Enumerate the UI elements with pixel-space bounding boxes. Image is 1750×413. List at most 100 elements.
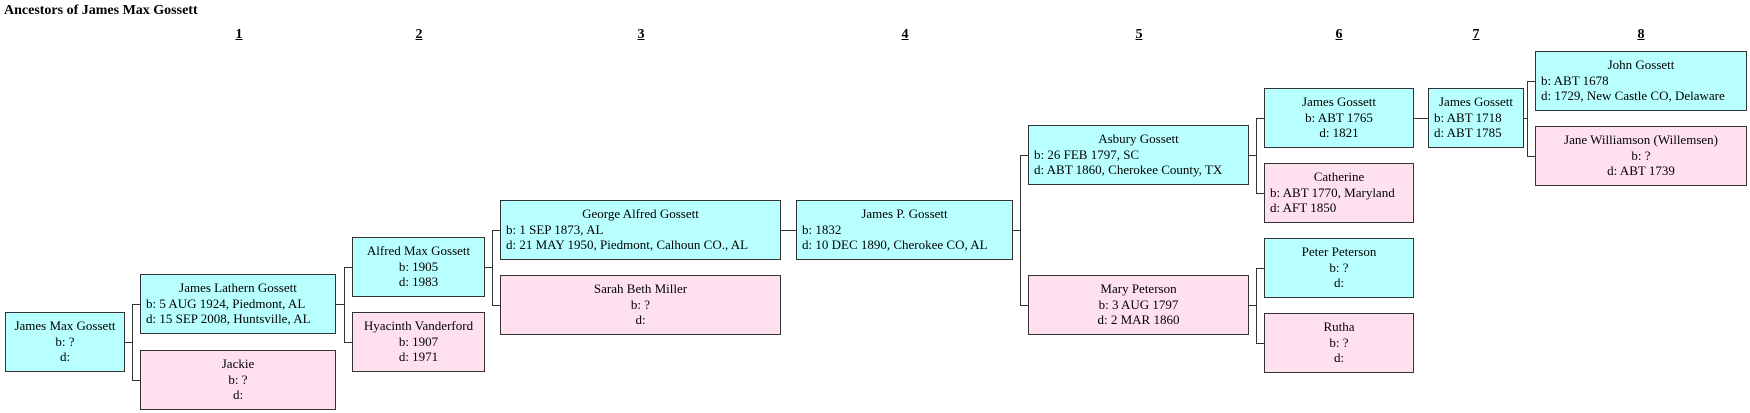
person-box-james-lathern-gossett[interactable]: James Lathern Gossett b: 5 AUG 1924, Pie… <box>140 274 336 334</box>
generation-header-6: 6 <box>1335 27 1343 42</box>
person-box-hyacinth-vanderford[interactable]: Hyacinth Vanderford b: 1907 d: 1971 <box>352 312 485 372</box>
generation-header-1: 1 <box>235 27 243 42</box>
generation-header-7: 7 <box>1472 27 1480 42</box>
connector-line <box>1527 81 1535 82</box>
person-birth: b: ABT 1770, Maryland <box>1270 184 1395 200</box>
person-death: d: 2 MAR 1860 <box>1097 312 1180 327</box>
person-name: James P. Gossett <box>861 206 948 221</box>
person-birth: b: ? <box>55 333 75 349</box>
connector-line <box>1256 343 1264 344</box>
connector-line <box>336 304 344 305</box>
connector-line <box>132 380 140 381</box>
person-birth: b: 5 AUG 1924, Piedmont, AL <box>146 295 306 311</box>
connector-line <box>132 304 140 305</box>
connector-line <box>1013 230 1020 231</box>
person-birth: b: ABT 1678 <box>1541 72 1609 88</box>
person-box-jane-williamson[interactable]: Jane Williamson (Willemsen) b: ? d: ABT … <box>1535 126 1747 186</box>
person-name: Asbury Gossett <box>1098 131 1179 146</box>
connector-line <box>1256 118 1264 119</box>
person-birth: b: ? <box>1329 334 1349 350</box>
connector-line <box>492 230 493 306</box>
connector-line <box>344 342 352 343</box>
connector-line <box>485 267 492 268</box>
person-box-james-p-gossett[interactable]: James P. Gossett b: 1832 d: 10 DEC 1890,… <box>796 200 1013 260</box>
person-birth: b: ? <box>228 371 248 387</box>
connector-line <box>1524 118 1527 119</box>
person-name: James Lathern Gossett <box>179 280 297 295</box>
person-box-james-gossett-1765[interactable]: James Gossett b: ABT 1765 d: 1821 <box>1264 88 1414 148</box>
person-death: d: <box>1333 275 1345 290</box>
person-box-alfred-max-gossett[interactable]: Alfred Max Gossett b: 1905 d: 1983 <box>352 237 485 297</box>
person-death: d: AFT 1850 <box>1270 200 1337 215</box>
person-name: Catherine <box>1313 169 1365 184</box>
person-box-rutha[interactable]: Rutha b: ? d: <box>1264 313 1414 373</box>
person-birth: b: ABT 1718 <box>1434 109 1502 125</box>
person-name: James Max Gossett <box>14 318 116 333</box>
person-death: d: ABT 1860, Cherokee County, TX <box>1034 162 1223 177</box>
connector-line <box>1020 155 1028 156</box>
person-name: John Gossett <box>1607 57 1675 72</box>
person-birth: b: 1832 <box>802 221 842 237</box>
connector-line <box>1527 81 1528 157</box>
person-birth: b: 1905 <box>398 258 439 274</box>
person-name: Sarah Beth Miller <box>593 281 688 296</box>
connector-line <box>1020 155 1021 306</box>
connector-line <box>1414 118 1428 119</box>
person-birth: b: ? <box>1631 147 1651 163</box>
person-death: d: 15 SEP 2008, Huntsville, AL <box>146 311 311 326</box>
connector-line <box>1256 193 1264 194</box>
person-birth: b: ? <box>630 296 651 312</box>
connector-line <box>132 304 133 381</box>
person-box-catherine[interactable]: Catherine b: ABT 1770, Maryland d: AFT 1… <box>1264 163 1414 223</box>
person-box-james-gossett-1718[interactable]: James Gossett b: ABT 1718 d: ABT 1785 <box>1428 88 1524 148</box>
connector-line <box>492 305 500 306</box>
person-name: Jane Williamson (Willemsen) <box>1564 132 1718 147</box>
person-box-george-alfred-gossett[interactable]: George Alfred Gossett b: 1 SEP 1873, AL … <box>500 200 781 260</box>
person-box-james-max-gossett[interactable]: James Max Gossett b: ? d: <box>5 312 125 372</box>
person-death: d: 1821 <box>1319 125 1359 140</box>
person-birth: b: ABT 1765 <box>1305 109 1373 125</box>
connector-line <box>1256 268 1257 344</box>
person-name: Mary Peterson <box>1100 281 1177 296</box>
person-death: d: ABT 1739 <box>1607 163 1675 178</box>
generation-header-3: 3 <box>637 27 645 42</box>
connector-line <box>344 267 352 268</box>
connector-line <box>1256 118 1257 194</box>
person-name: Alfred Max Gossett <box>366 243 471 258</box>
connector-line <box>344 267 345 343</box>
generation-header-8: 8 <box>1637 27 1645 42</box>
generation-header-4: 4 <box>901 27 909 42</box>
person-box-jackie[interactable]: Jackie b: ? d: <box>140 350 336 410</box>
person-name: Rutha <box>1323 319 1355 334</box>
person-name: James Gossett <box>1301 94 1377 109</box>
connector-line <box>1020 305 1028 306</box>
connector-line <box>1256 268 1264 269</box>
connector-line <box>1527 156 1535 157</box>
connector-line <box>125 342 132 343</box>
person-death: d: 1983 <box>398 274 439 289</box>
person-box-mary-peterson[interactable]: Mary Peterson b: 3 AUG 1797 d: 2 MAR 186… <box>1028 275 1249 335</box>
person-name: Hyacinth Vanderford <box>363 318 474 333</box>
person-birth: b: 1907 <box>398 333 439 349</box>
person-birth: b: 1 SEP 1873, AL <box>506 221 604 237</box>
connector-line <box>1249 155 1256 156</box>
connector-line <box>781 230 796 231</box>
person-box-sarah-beth-miller[interactable]: Sarah Beth Miller b: ? d: <box>500 275 781 335</box>
person-death: d: ABT 1785 <box>1434 125 1502 140</box>
person-name: George Alfred Gossett <box>582 206 699 221</box>
connector-line <box>492 230 500 231</box>
person-death: d: <box>1333 350 1345 365</box>
person-box-peter-peterson[interactable]: Peter Peterson b: ? d: <box>1264 238 1414 298</box>
person-birth: b: 26 FEB 1797, SC <box>1034 146 1140 162</box>
person-name: Peter Peterson <box>1301 244 1377 259</box>
person-death: d: 1729, New Castle CO, Delaware <box>1541 88 1725 103</box>
person-death: d: 10 DEC 1890, Cherokee CO, AL <box>802 237 988 252</box>
person-death: d: 1971 <box>398 349 439 364</box>
person-box-asbury-gossett[interactable]: Asbury Gossett b: 26 FEB 1797, SC d: ABT… <box>1028 125 1249 185</box>
generation-header-2: 2 <box>415 27 423 42</box>
person-birth: b: 3 AUG 1797 <box>1098 296 1179 312</box>
person-name: Jackie <box>221 356 255 371</box>
person-box-john-gossett[interactable]: John Gossett b: ABT 1678 d: 1729, New Ca… <box>1535 51 1747 111</box>
person-name: James Gossett <box>1438 94 1514 109</box>
connector-line <box>1249 305 1256 306</box>
